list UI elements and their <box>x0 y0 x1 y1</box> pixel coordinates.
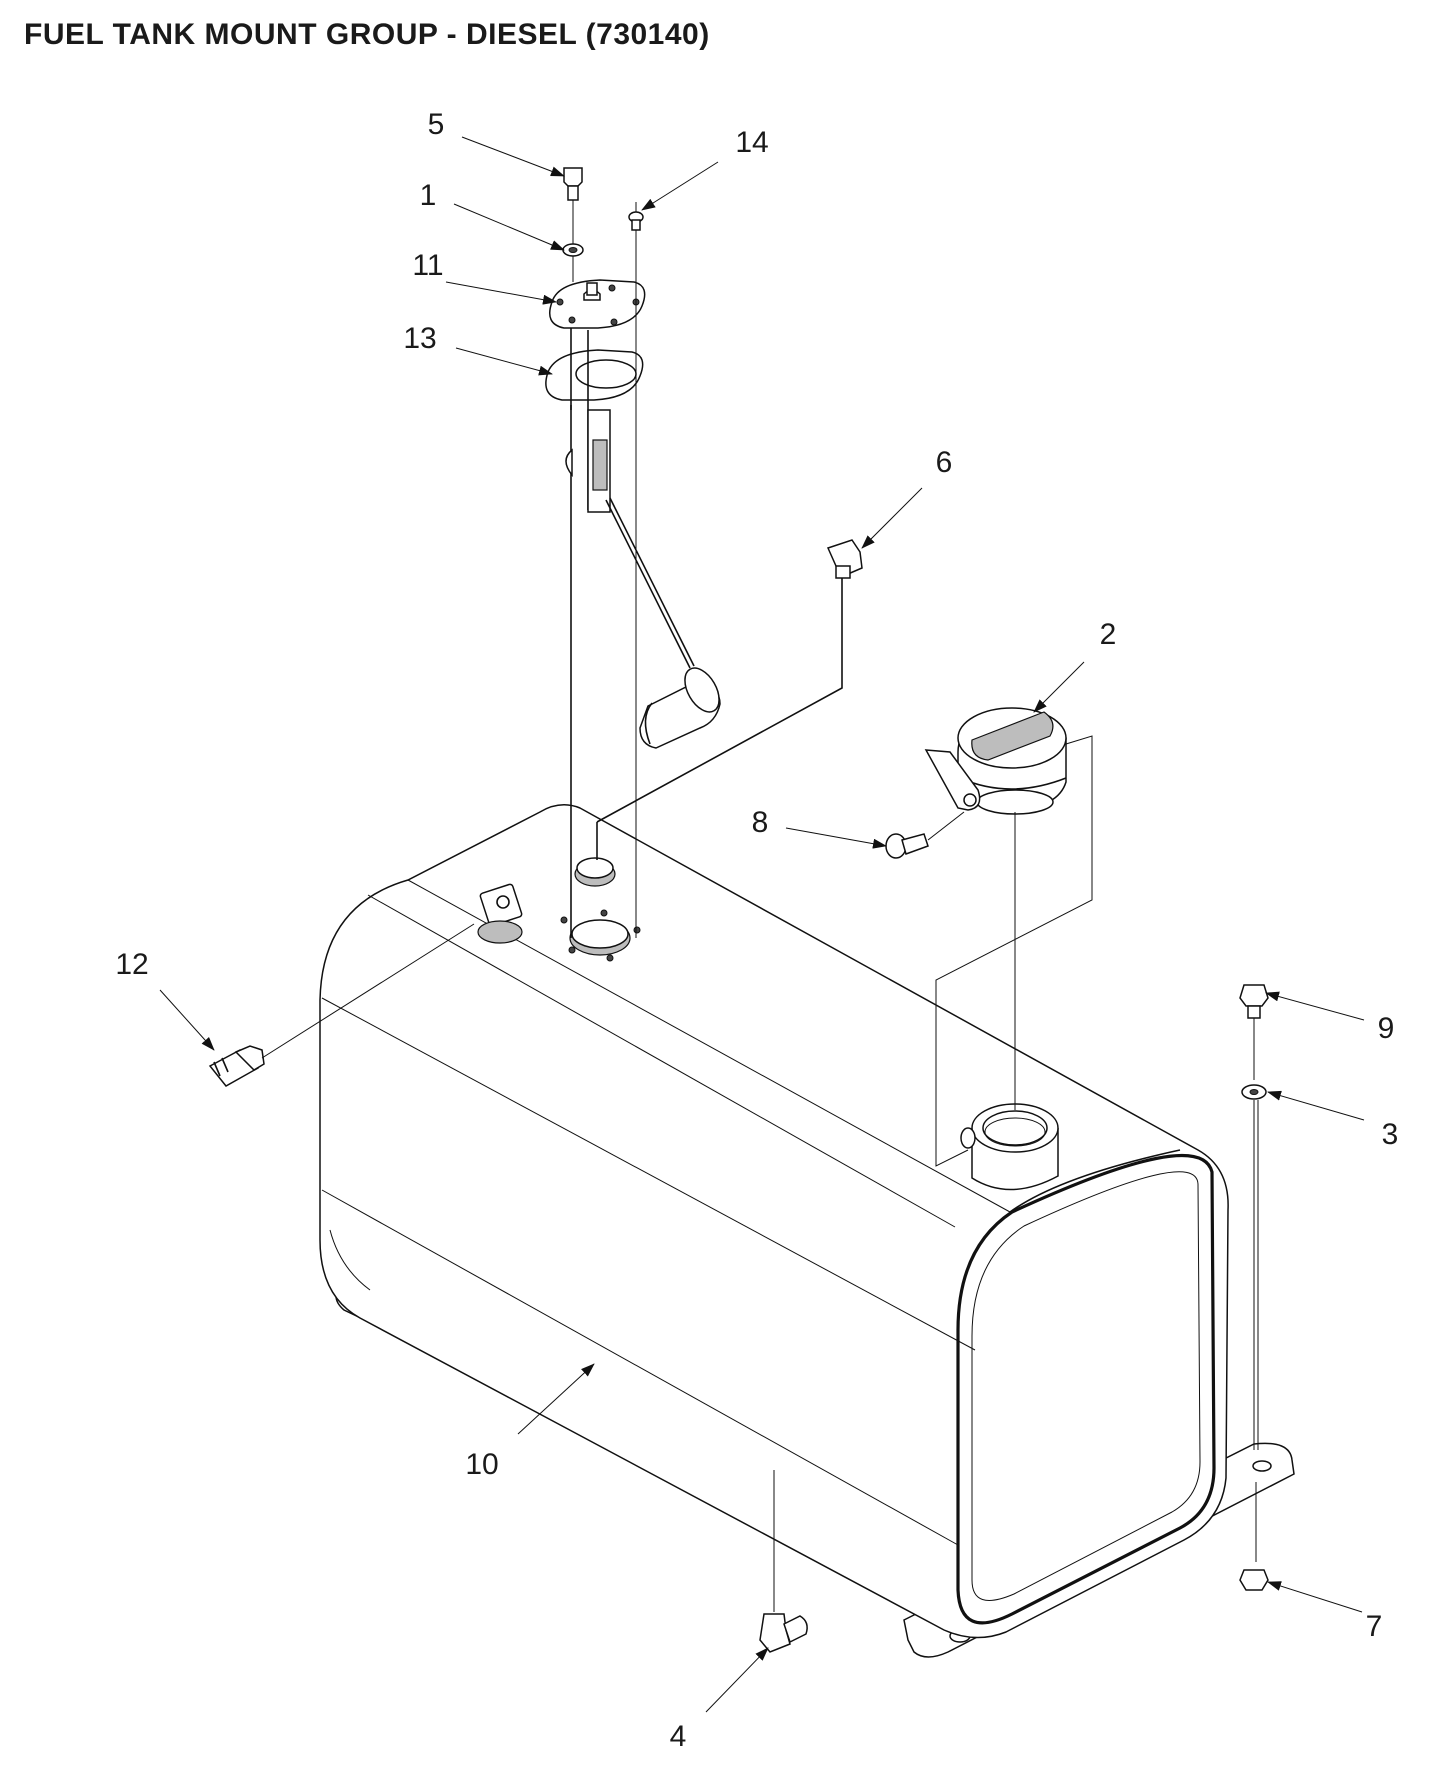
callout-3: 3 <box>1382 1118 1399 1151</box>
callout-6: 6 <box>936 446 953 479</box>
callout-10: 10 <box>465 1448 498 1481</box>
callout-14: 14 <box>735 126 768 159</box>
callout-12: 12 <box>115 948 148 981</box>
drain-elbow <box>759 1470 808 1653</box>
fuel-tank <box>319 804 1295 1658</box>
callout-9: 9 <box>1378 1012 1395 1045</box>
callout-8: 8 <box>752 806 769 839</box>
callout-11: 11 <box>412 249 443 282</box>
callout-7: 7 <box>1366 1610 1383 1643</box>
fuel-cap <box>885 707 1093 1167</box>
callout-labels: 1 2 3 4 5 6 7 8 9 10 11 12 13 14 <box>115 108 1398 1753</box>
page-title: FUEL TANK MOUNT GROUP - DIESEL (730140) <box>24 18 710 51</box>
callout-leaders <box>159 136 1365 1713</box>
callout-1: 1 <box>420 179 437 212</box>
callout-4: 4 <box>670 1720 687 1753</box>
sender-hardware <box>562 167 644 282</box>
barb-fitting <box>208 923 475 1087</box>
callout-2: 2 <box>1100 618 1117 651</box>
callout-13: 13 <box>403 322 436 355</box>
fuel-sender-assembly <box>545 202 721 938</box>
vent-elbow <box>596 539 863 860</box>
callout-5: 5 <box>428 108 445 141</box>
strap-hardware <box>1239 984 1269 1591</box>
